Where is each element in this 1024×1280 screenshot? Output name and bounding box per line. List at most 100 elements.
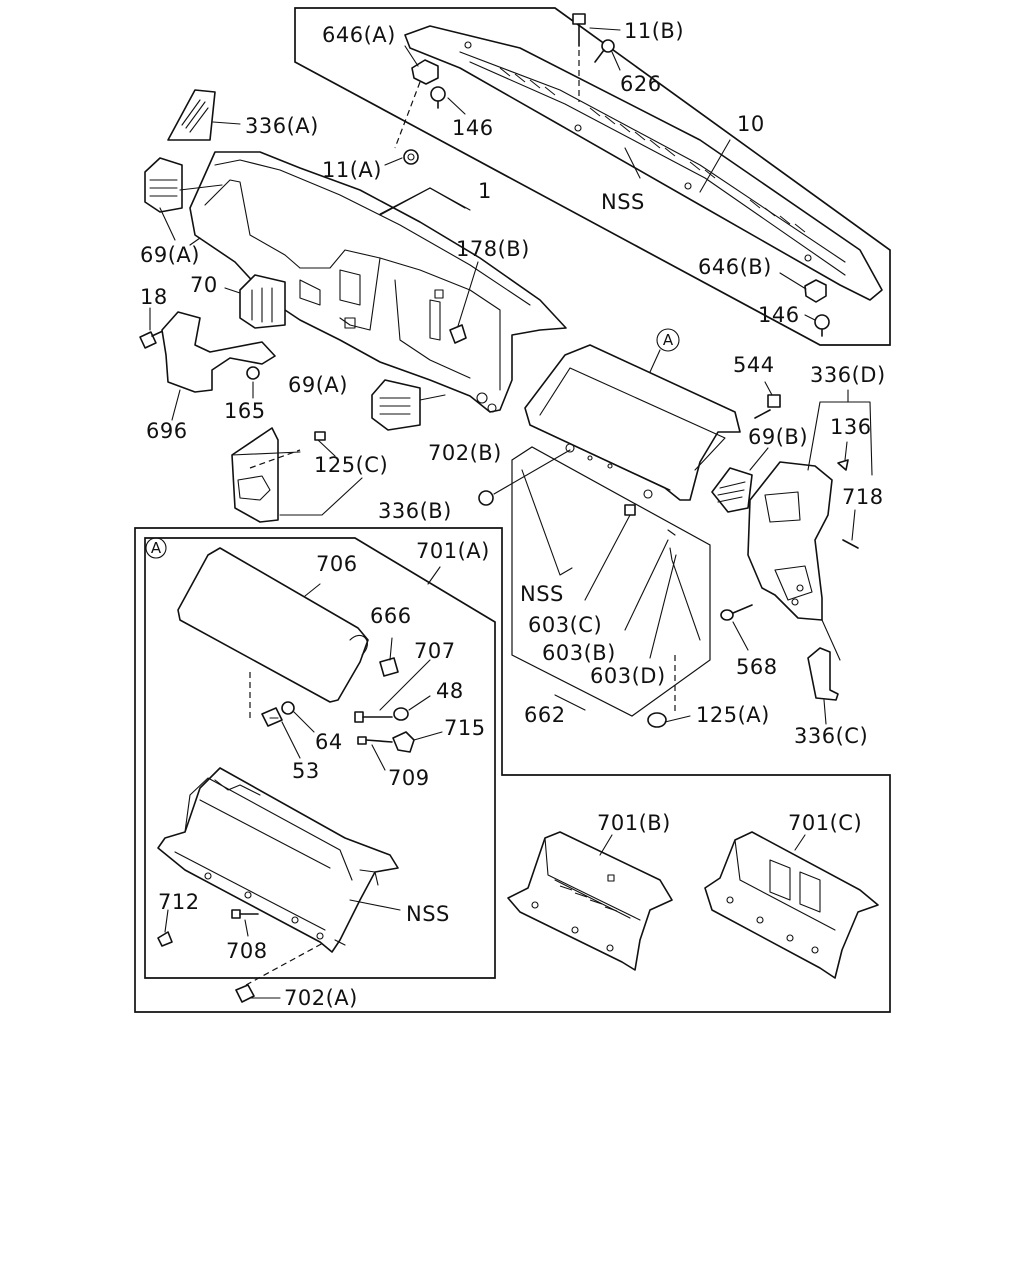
marker-a-top-text: A bbox=[663, 331, 674, 349]
marker-a-detail-text: A bbox=[151, 539, 162, 557]
clip-136-icon bbox=[837, 441, 849, 471]
screw-11b-icon bbox=[572, 13, 621, 47]
marker-a-detail bbox=[145, 537, 167, 559]
nut-165-icon bbox=[246, 366, 260, 399]
label-646b: 646(B) bbox=[698, 255, 772, 279]
side-cover-336d bbox=[747, 461, 833, 621]
label-709: 709 bbox=[388, 766, 430, 790]
label-544: 544 bbox=[733, 353, 775, 377]
label-568: 568 bbox=[736, 655, 778, 679]
label-701c: 701(C) bbox=[788, 811, 862, 835]
label-nss-top: NSS bbox=[601, 190, 645, 214]
screw-64-icon bbox=[281, 701, 315, 733]
clip-646b-icon bbox=[779, 272, 827, 303]
label-178b: 178(B) bbox=[456, 237, 530, 261]
label-336b: 336(B) bbox=[378, 499, 452, 523]
upper-pad-frame bbox=[294, 7, 891, 346]
vent-69a-left bbox=[144, 157, 223, 241]
label-603c: 603(C) bbox=[528, 613, 602, 637]
leader-1 bbox=[379, 187, 466, 215]
screw-709-icon bbox=[357, 736, 393, 771]
clip-646a-icon bbox=[404, 45, 439, 85]
label-702b: 702(B) bbox=[428, 441, 502, 465]
leader-nss-top bbox=[624, 147, 641, 179]
label-48: 48 bbox=[436, 679, 464, 703]
label-70: 70 bbox=[190, 273, 218, 297]
label-69b: 69(B) bbox=[748, 425, 808, 449]
label-706: 706 bbox=[316, 552, 358, 576]
label-1: 1 bbox=[478, 179, 492, 203]
label-712: 712 bbox=[158, 890, 200, 914]
label-nss-mid: NSS bbox=[520, 582, 564, 606]
label-702a: 702(A) bbox=[284, 986, 358, 1010]
label-696: 696 bbox=[146, 419, 188, 443]
glove-box-bin-701c bbox=[704, 831, 879, 979]
label-666: 666 bbox=[370, 604, 412, 628]
label-718: 718 bbox=[842, 485, 884, 509]
glove-box-bin-701b bbox=[507, 831, 673, 971]
latch-666-icon bbox=[379, 637, 399, 677]
hinge-715-icon bbox=[392, 731, 443, 753]
label-125a: 125(A) bbox=[696, 703, 770, 727]
clip-146-right-icon bbox=[804, 314, 830, 337]
clip-708-icon bbox=[231, 909, 259, 937]
label-336d: 336(D) bbox=[810, 363, 886, 387]
leader-646a-dash bbox=[394, 81, 421, 149]
bolt-544-icon bbox=[754, 381, 781, 419]
glove-box-door-706 bbox=[177, 547, 441, 718]
label-701b: 701(B) bbox=[597, 811, 671, 835]
label-nss-low: NSS bbox=[406, 902, 450, 926]
label-701a: 701(A) bbox=[416, 539, 490, 563]
clip-178b-icon bbox=[449, 261, 479, 344]
screw-712-icon bbox=[157, 909, 173, 947]
marker-a-top bbox=[656, 328, 680, 352]
bracket-696 bbox=[161, 311, 276, 421]
label-708: 708 bbox=[226, 939, 268, 963]
clip-125a-icon bbox=[647, 655, 691, 728]
label-146-right: 146 bbox=[758, 303, 800, 327]
glove-box-bin-701a bbox=[157, 767, 401, 953]
label-69a-mid: 69(A) bbox=[288, 373, 348, 397]
pin-718-icon bbox=[842, 509, 859, 549]
label-64: 64 bbox=[315, 730, 343, 754]
bolt-18-icon bbox=[139, 307, 166, 349]
lower-cover-336b bbox=[231, 427, 363, 523]
label-53: 53 bbox=[292, 759, 320, 783]
label-715: 715 bbox=[444, 716, 486, 740]
label-336a: 336(A) bbox=[245, 114, 319, 138]
lower-assembly-frame bbox=[134, 527, 891, 1013]
label-18: 18 bbox=[140, 285, 168, 309]
dash-upper-pad bbox=[404, 25, 883, 301]
label-11b: 11(B) bbox=[624, 19, 684, 43]
nut-702a-icon bbox=[235, 941, 326, 1003]
screw-626-icon bbox=[594, 39, 621, 71]
hinge-53-icon bbox=[261, 707, 301, 759]
bolt-707-icon bbox=[354, 659, 431, 723]
label-626: 626 bbox=[620, 72, 662, 96]
label-165: 165 bbox=[224, 399, 266, 423]
detail-a-frame bbox=[144, 537, 496, 979]
bolt-568-icon bbox=[720, 604, 753, 651]
label-69a-left: 69(A) bbox=[140, 243, 200, 267]
label-336c: 336(C) bbox=[794, 724, 868, 748]
label-646a: 646(A) bbox=[322, 23, 396, 47]
glove-box-panel-662 bbox=[511, 446, 711, 717]
label-136: 136 bbox=[830, 415, 872, 439]
label-603d: 603(D) bbox=[590, 664, 666, 688]
clip-146-top-icon bbox=[430, 86, 466, 115]
label-603b: 603(B) bbox=[542, 641, 616, 665]
bushing-48-icon bbox=[393, 695, 431, 721]
nut-702b-icon bbox=[478, 449, 571, 506]
label-146-top: 146 bbox=[452, 116, 494, 140]
label-662: 662 bbox=[524, 703, 566, 727]
callout-labels: 646(A) 11(B) 626 146 336(A) 10 11(A) NSS… bbox=[140, 19, 886, 1010]
label-11a: 11(A) bbox=[322, 158, 382, 182]
label-707: 707 bbox=[414, 639, 456, 663]
vent-69a-mid bbox=[371, 379, 446, 431]
label-125c: 125(C) bbox=[314, 453, 388, 477]
bracket-336c bbox=[807, 619, 841, 725]
glove-box-lid-assembly bbox=[524, 344, 741, 501]
bracket-336d bbox=[807, 389, 873, 476]
